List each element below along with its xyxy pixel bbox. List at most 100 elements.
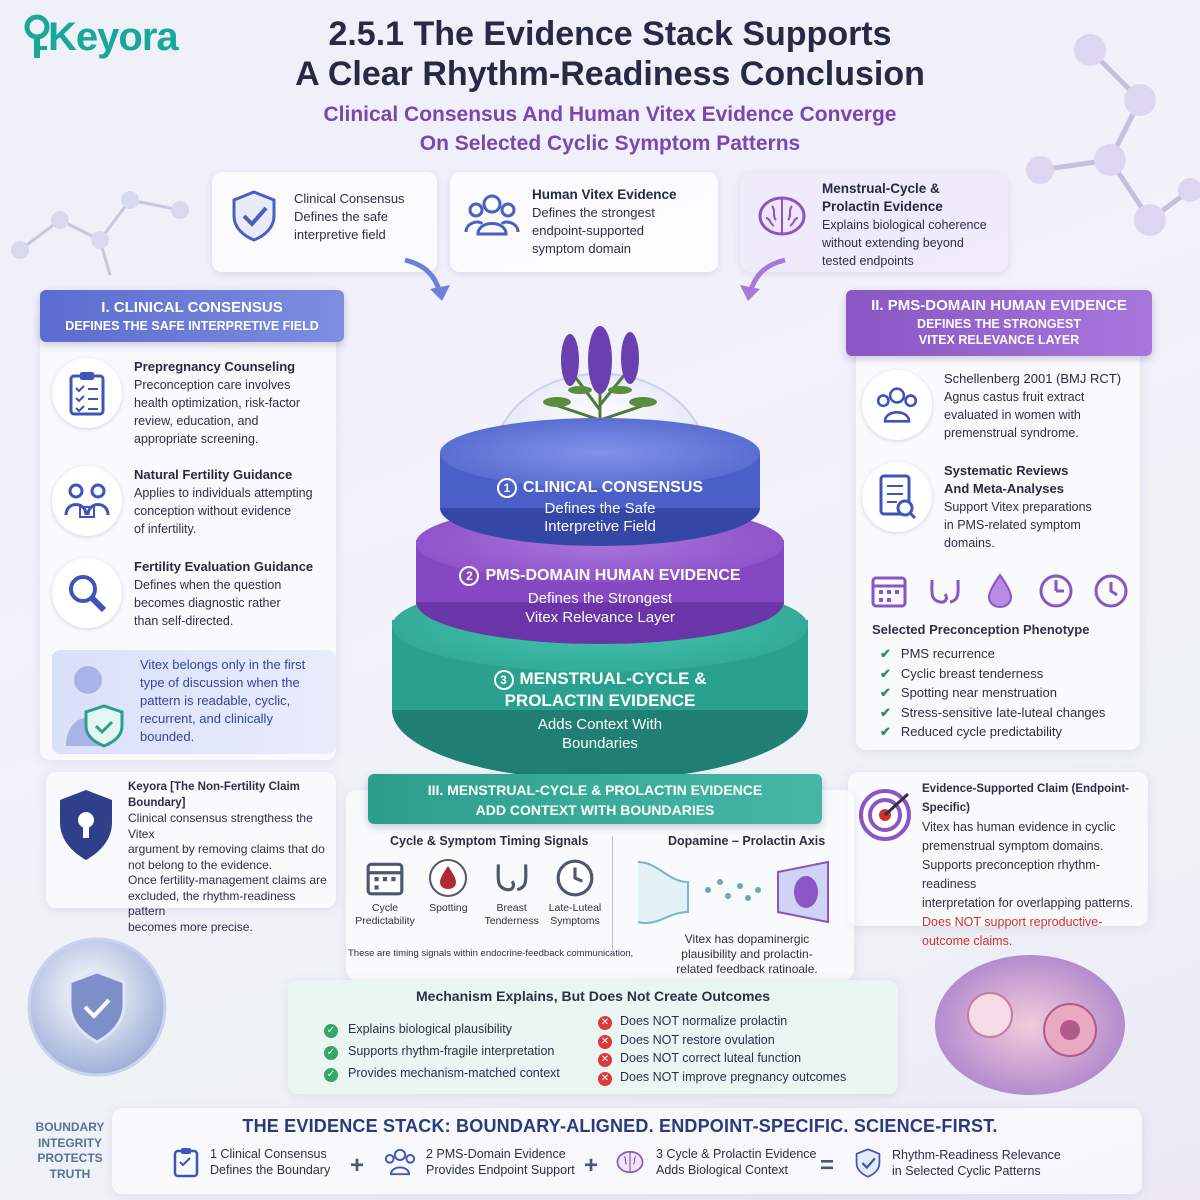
counseling-icon	[52, 466, 122, 536]
cell-orb-image	[935, 955, 1125, 1095]
page-subtitle: Clinical Consensus And Human Vitex Evide…	[260, 100, 960, 158]
header-line-1: III. MENSTRUAL-CYCLE & PROLACTIN EVIDENC…	[427, 782, 763, 798]
phenotype-label: Reduced cycle predictability	[900, 724, 1063, 739]
phenotype-label: PMS recurrence	[900, 646, 995, 661]
list-item: ✕Does NOT normalize prolactin	[598, 1012, 846, 1031]
right-item-schellenberg: Schellenberg 2001 (BMJ RCT) Agnus castus…	[862, 370, 1134, 442]
header-line-2: DEFINES THE STRONGEST	[917, 317, 1081, 331]
axis-note-line: Vitex has dopaminergic	[684, 932, 810, 946]
clock-dial-icon	[1039, 574, 1072, 608]
mechanism-title: Mechanism Explains, But Does Not Create …	[416, 988, 770, 1004]
item-desc: Preconception care involves	[134, 378, 291, 392]
item-desc: of infertility.	[134, 522, 197, 536]
left-item-natural-fertility: Natural Fertility Guidance Applies to in…	[52, 466, 332, 538]
boundary-badge: BOUNDARY INTEGRITY PROTECTS TRUTH	[30, 1120, 110, 1182]
tier-1-number: 1	[496, 478, 517, 498]
mechanism-no: Does NOT improve pregnancy outcomes	[620, 1069, 847, 1084]
note-line: type of discussion when the	[140, 675, 300, 690]
phenotype-label: Stress-sensitive late-luteal changes	[900, 704, 1106, 720]
clipboard-icon	[173, 1148, 199, 1178]
item-title: Prepregnancy Counseling	[134, 359, 296, 374]
check-circle-icon: ✓	[324, 1068, 338, 1082]
brain-icon	[616, 1150, 644, 1174]
top-card-title: Clinical Consensus	[294, 191, 405, 206]
top-card-desc: Defines the safe	[294, 209, 388, 224]
item-title: Schellenberg 2001 (BMJ RCT)	[944, 371, 1122, 386]
item-desc: review, education, and	[134, 414, 259, 428]
brand-name: Keyora	[48, 14, 179, 59]
clock-icon	[556, 859, 594, 897]
top-card-desc: Explains biological coherence	[822, 218, 987, 232]
mechanism-no-list: ✕Does NOT normalize prolactin ✕Does NOT …	[598, 1012, 846, 1086]
phenotype-label: Spotting near menstruation	[900, 685, 1058, 700]
people-group-icon	[862, 370, 932, 440]
axis-note: Vitex has dopaminergic plausibility and …	[662, 932, 832, 977]
tier-3-desc: Boundaries	[562, 735, 638, 752]
list-item: ✔ Reduced cycle predictability	[880, 722, 1105, 742]
right-panel-header: II. PMS-DOMAIN HUMAN EVIDENCE DEFINES TH…	[846, 290, 1152, 356]
item-desc: in PMS-related symptom	[944, 518, 1081, 532]
breast-icon	[929, 579, 960, 604]
top-card-menstrual-prolactin: Menstrual-Cycle & Prolactin Evidence Exp…	[740, 172, 1008, 272]
tier-3-number: 3	[493, 670, 514, 690]
tier-3-label: MENSTRUAL-CYCLE &	[519, 669, 707, 688]
check-icon: ✔	[880, 685, 891, 700]
subtitle-line-2: On Selected Cyclic Symptom Patterns	[419, 132, 801, 155]
bottom-item-label: Adds Biological Context	[656, 1163, 789, 1177]
top-card-title: Human Vitex Evidence	[532, 187, 677, 202]
molecule-decoration-right	[1026, 34, 1200, 236]
mechanism-no: Does NOT normalize prolactin	[620, 1014, 788, 1028]
list-item: ✕Does NOT improve pregnancy outcomes	[598, 1068, 846, 1087]
mechanism-no: Does NOT restore ovulation	[620, 1032, 775, 1047]
tier-1-label: CLINICAL CONSENSUS	[522, 479, 704, 496]
claim-warning: outcome claims.	[922, 934, 1013, 948]
note-line: pattern is readable, cyclic,	[140, 693, 291, 708]
signal-spotting: Spotting	[418, 858, 478, 928]
signal-cycle-predictability: Cycle Predictability	[355, 858, 415, 928]
badge-line: BOUNDARY	[35, 1120, 105, 1134]
timing-signals-title: Cycle & Symptom Timing Signals	[390, 834, 589, 848]
item-desc: appropriate screening.	[134, 432, 259, 446]
item-desc: becomes diagnostic rather	[134, 596, 281, 610]
boundary-desc: argument by removing claims that do	[128, 842, 325, 856]
top-card-title: Prolactin Evidence	[822, 199, 943, 214]
badge-line: PROTECTS	[37, 1151, 103, 1165]
magnifier-icon	[52, 558, 122, 628]
item-title: Systematic Reviews	[944, 463, 1069, 478]
check-icon: ✔	[880, 724, 891, 739]
check-icon: ✔	[880, 665, 891, 681]
claim-box: Evidence-Supported Claim (Endpoint-Speci…	[848, 772, 1148, 948]
molecule-decoration-left	[11, 191, 189, 276]
item-desc: evaluated in women with	[944, 408, 1081, 422]
list-item: ✓Provides mechanism-matched context	[324, 1062, 560, 1084]
x-circle-icon: ✕	[598, 1053, 612, 1067]
shield-keyhole-icon	[60, 790, 112, 860]
equals-icon: =	[820, 1152, 835, 1179]
clipboard-checklist-icon	[52, 358, 122, 428]
tier-2-number: 2	[459, 566, 480, 586]
brand-logo: Keyora	[22, 14, 179, 60]
signal-label: Tenderness	[484, 915, 539, 927]
receptor-diagram-icon	[637, 860, 829, 925]
boundary-desc: Clinical consensus strengthess the Vitex	[128, 811, 313, 841]
bottom-item-label: 3 Cycle & Prolactin Evidence	[656, 1147, 817, 1161]
axis-note-line: related feedback ratinoale.	[676, 962, 818, 976]
signal-label: Breast	[496, 902, 527, 914]
boundary-box: Keyora [The Non-Fertility Claim Boundary…	[46, 772, 336, 934]
right-item-systematic-reviews: Systematic Reviews And Meta-Analyses Sup…	[862, 462, 1134, 552]
list-item: ✓Explains biological plausibility	[324, 1018, 560, 1040]
item-desc: Support Vitex preparations	[944, 500, 1092, 514]
phenotype-list: ✔PMS recurrence ✔Cyclic breast tendernes…	[880, 644, 1105, 742]
brain-icon	[758, 196, 806, 236]
header-line-3: VITEX RELEVANCE LAYER	[918, 333, 1080, 347]
check-circle-icon: ✓	[324, 1024, 338, 1038]
arrow-left-icon	[404, 257, 450, 301]
boundary-desc: becomes more precise.	[128, 919, 253, 934]
center-panel-header: III. MENSTRUAL-CYCLE & PROLACTIN EVIDENC…	[368, 774, 822, 824]
signal-breast-tenderness: Breast Tenderness	[482, 858, 542, 928]
check-circle-icon: ✓	[324, 1046, 338, 1060]
title-line-1: 2.5.1 The Evidence Stack Supports	[328, 15, 892, 53]
bottom-summary-bar	[112, 1108, 1142, 1194]
